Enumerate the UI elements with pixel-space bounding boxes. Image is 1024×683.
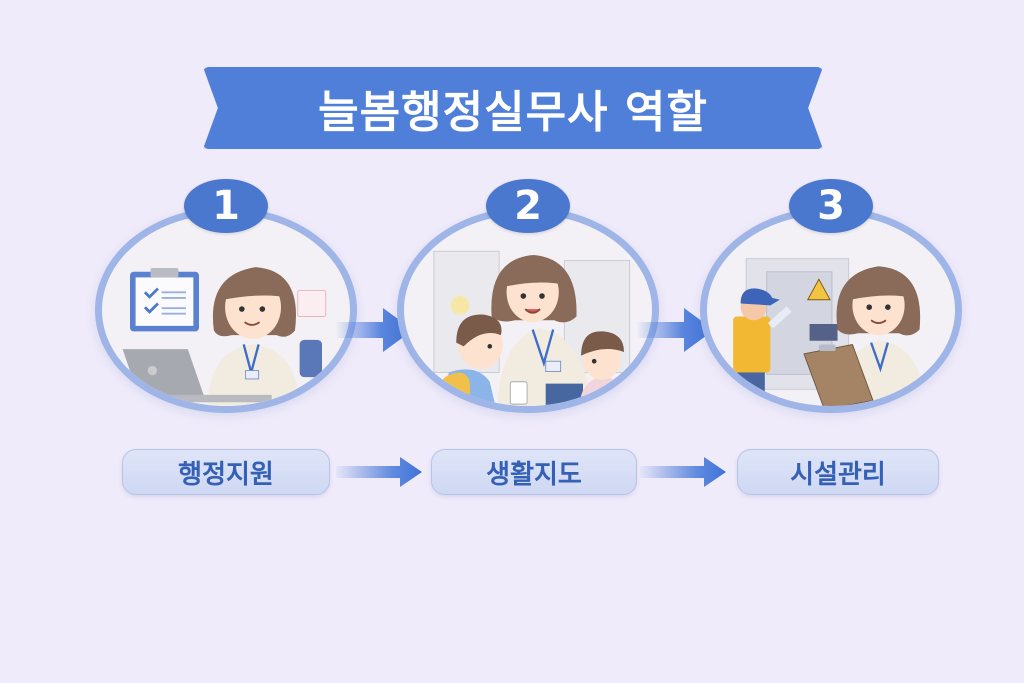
warning-icon <box>806 278 831 301</box>
child-figure <box>579 331 628 406</box>
step-3-illustration-frame <box>700 207 962 413</box>
life-guidance-illustration <box>433 250 631 406</box>
step-2-number-badge: 2 <box>486 179 570 233</box>
step-1-number-badge: 1 <box>184 179 268 233</box>
step-1-label: 행정지원 <box>122 449 330 495</box>
checklist-clipboard-icon <box>130 268 199 332</box>
maintenance-worker-figure <box>733 288 792 406</box>
step-1: 1 <box>95 179 357 413</box>
clipboard-icon <box>803 343 874 406</box>
woman-figure <box>491 255 593 406</box>
step-1-illustration-frame <box>95 207 357 413</box>
arrow-right-icon <box>336 457 422 487</box>
arrow-right-icon <box>335 308 413 352</box>
child-with-backpack-figure <box>438 314 528 406</box>
step-2-label: 생활지도 <box>431 449 637 495</box>
title-banner: 늘봄행정실무사 역할 <box>203 67 823 149</box>
step-3-number-badge: 3 <box>789 179 873 233</box>
arrow-right-icon <box>640 457 726 487</box>
step-3: 3 <box>700 179 962 413</box>
step-2-illustration-frame <box>397 207 659 413</box>
facility-management-illustration <box>733 258 926 406</box>
arrow-right-icon <box>636 308 714 352</box>
page-title: 늘봄행정실무사 역할 <box>318 87 708 138</box>
step-2: 2 <box>397 179 659 413</box>
administration-illustration <box>122 267 327 406</box>
step-3-label: 시설관리 <box>737 449 939 495</box>
laptop-icon <box>122 349 272 403</box>
woman-figure <box>208 267 300 406</box>
